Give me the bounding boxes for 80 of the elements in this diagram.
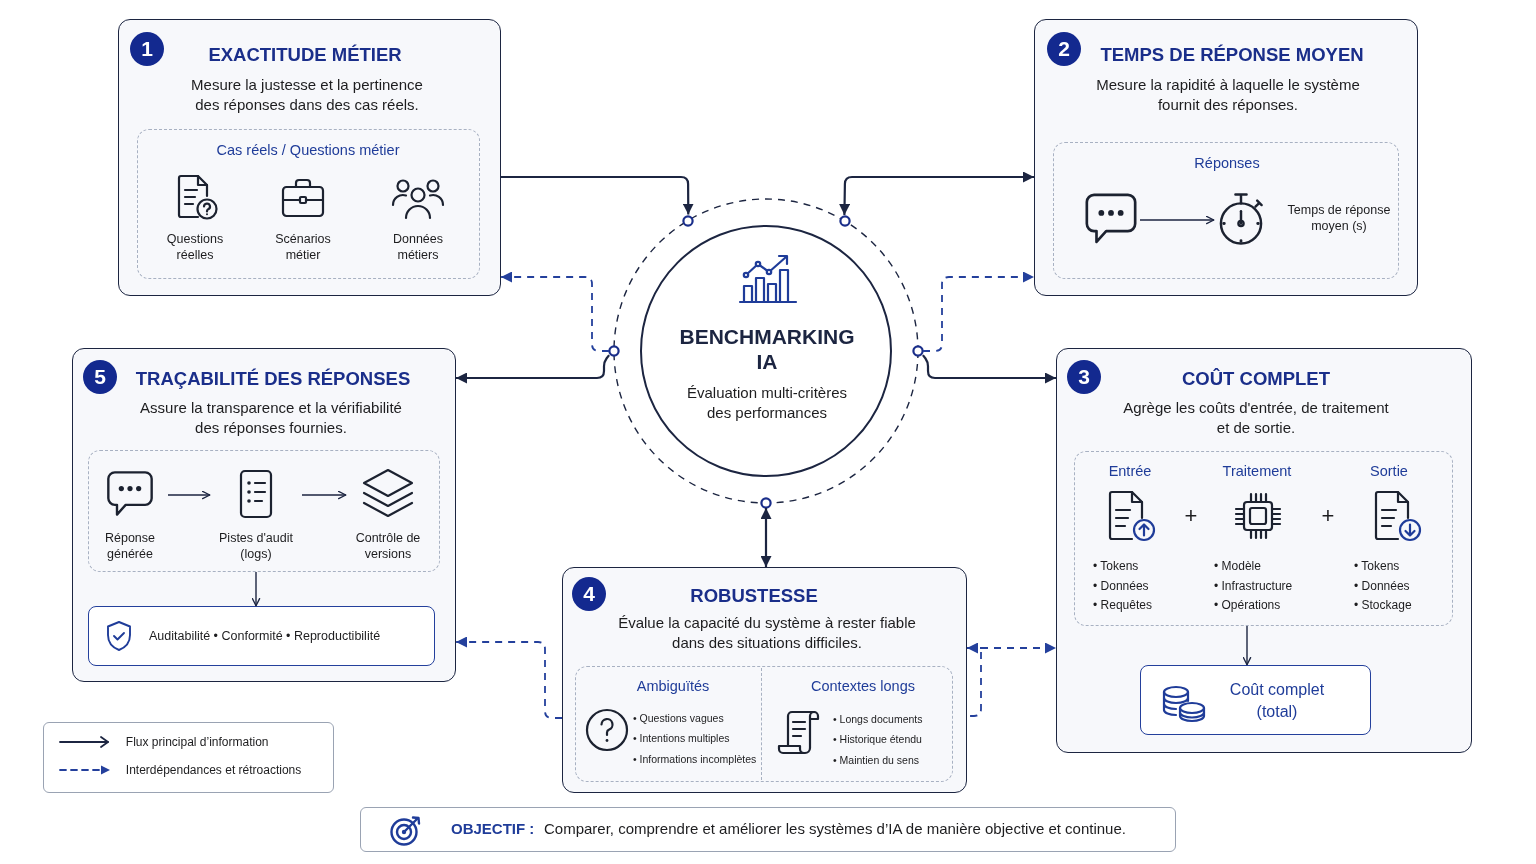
arrow (301, 490, 347, 500)
number-badge: 4 (572, 577, 606, 611)
card-title: ROBUSTESSE (690, 584, 818, 608)
card-title: EXACTITUDE MÉTIER (208, 43, 402, 67)
bullet-item: • Stockage (1354, 597, 1412, 613)
objective-label: OBJECTIF : (451, 820, 535, 838)
objective-text: Comparer, comprendre et améliorer les systèmes d’IA de manière objective et continue. (544, 820, 1126, 838)
metric-card (1034, 19, 1418, 296)
bullet-item: • Opérations (1214, 597, 1281, 613)
icon-caption: Auditabilité • Conformité • Reproductibilité (149, 628, 381, 644)
section-heading: Ambiguïtés (636, 677, 710, 695)
bullet-item: • Informations incomplètes (633, 752, 757, 766)
section-heading: Entrée (1108, 462, 1152, 480)
icon-caption: Contrôle de versions (354, 530, 422, 562)
icon-caption: Données métiers (391, 231, 444, 263)
total-label: Coût complet (total) (1228, 680, 1326, 722)
description-text: Mesure la justesse et la pertinence des réponses dans des cas réels. (190, 75, 424, 115)
description-text: Évalue la capacité du système à rester fiable dans des situations difficiles. (617, 613, 917, 653)
bullet-item: • Historique étendu (833, 732, 922, 746)
metric-card (562, 567, 967, 793)
description-text: Mesure la rapidité à laquelle le système fournit des réponses. (1095, 75, 1361, 115)
card-title: TRAÇABILITÉ DES RÉPONSES (135, 367, 411, 391)
description-text: Assure la transparence et la vérifiabilité des réponses fournies. (140, 398, 402, 438)
arrow (922, 354, 1056, 384)
metric-card (118, 19, 501, 296)
plus-sign: + (1184, 504, 1198, 528)
section-heading: Sortie (1370, 462, 1408, 480)
bullet-item: • Infrastructure (1214, 578, 1293, 594)
hub-title: BENCHMARKING IA (678, 324, 856, 374)
bullet-item: • Données (1093, 578, 1149, 594)
bullet-item: • Tokens (1093, 558, 1139, 574)
card-title: TEMPS DE RÉPONSE MOYEN (1100, 43, 1364, 67)
number-badge: 3 (1067, 360, 1101, 394)
number-badge: 1 (130, 32, 164, 66)
bullet-item: • Intentions multiples (633, 731, 730, 745)
bullet-item: • Modèle (1214, 558, 1261, 574)
arrow (839, 171, 1034, 215)
arrow (760, 508, 772, 567)
plus-sign: + (1321, 504, 1335, 528)
dashed-panel (1053, 142, 1399, 279)
dashed-arrow (500, 271, 610, 352)
arrow (167, 490, 211, 500)
description-text: Agrège les coûts d'entrée, de traitement et de sortie. (1122, 398, 1390, 438)
section-heading: Traitement (1222, 462, 1292, 480)
metric-card (1056, 348, 1472, 753)
bullet-item: • Maintien du sens (833, 753, 919, 767)
dashed-arrow (966, 642, 1057, 717)
icon-caption: Scénarios métier (274, 231, 332, 263)
arrow (1139, 215, 1215, 225)
legend-label: Interdépendances et rétroactions (125, 761, 302, 778)
dashed-panel (137, 129, 480, 279)
dashed-panel (1074, 451, 1453, 626)
bullet-item: • Requêtes (1093, 597, 1152, 613)
arrow (251, 571, 261, 607)
objective-banner (360, 807, 1176, 852)
section-heading: Cas réels / Questions métier (216, 141, 400, 159)
bullet-item: • Longs documents (833, 712, 923, 726)
section-heading: Contextes longs (811, 677, 915, 695)
arrow (501, 175, 694, 215)
summary-box (1140, 665, 1371, 735)
summary-box (88, 606, 435, 666)
icon-caption: Pistes d'audit (logs) (218, 530, 294, 562)
section-heading: Réponses (1194, 154, 1260, 172)
dashed-panel (88, 450, 440, 572)
number-badge: 2 (1047, 32, 1081, 66)
icon-caption: Réponse générée (103, 530, 156, 562)
number-badge: 5 (83, 360, 117, 394)
card-title: COÛT COMPLET (1182, 367, 1330, 391)
legend-label: Flux principal d’information (125, 733, 269, 750)
bullet-item: • Tokens (1354, 558, 1400, 574)
bullet-item: • Données (1354, 578, 1410, 594)
icon-caption: Temps de réponse moyen (s) (1286, 202, 1392, 234)
arrow (1242, 625, 1252, 666)
icon-caption: Questions réelles (165, 231, 225, 263)
metric-card (72, 348, 456, 682)
arrow (456, 354, 610, 384)
bullet-item: • Questions vagues (633, 711, 724, 725)
dashed-panel (575, 666, 953, 782)
dashed-arrow (922, 271, 1035, 352)
description-text: Évaluation multi-critères des performances (685, 383, 849, 423)
